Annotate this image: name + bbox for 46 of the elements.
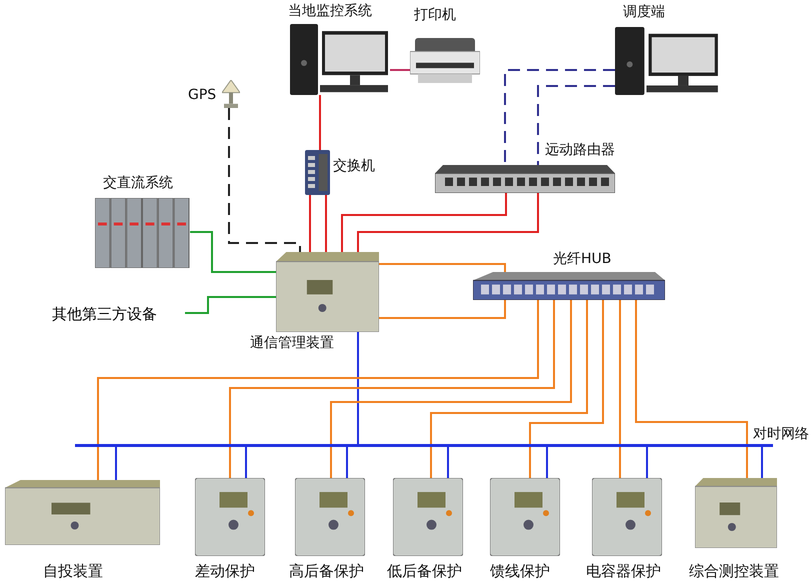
connector-line [761,447,763,478]
connector-line [529,300,604,478]
connector-line [635,300,748,478]
connector-line [309,195,311,252]
connector-line [619,300,621,478]
connector-line [185,296,276,314]
connector-line [537,85,615,165]
device-label: 其他第三方设备 [52,304,185,324]
connector-line [504,69,615,165]
device-label: GPS [188,86,216,104]
connector-line [646,447,648,478]
device-label: 光纤HUB [553,250,612,268]
device-label: 交换机 [333,157,375,175]
device-label: 自投装置 [43,562,103,580]
device-label: 通信管理装置 [250,334,334,352]
device-label: 调度端 [623,3,665,21]
device-label: 远动路由器 [545,141,615,159]
connector-line [228,108,301,252]
connector-line [97,300,539,480]
connector-line [430,300,588,478]
device-label: 当地监控系统 [288,2,372,20]
device-label: 交直流系统 [103,174,173,192]
device-label: 综合测控装置 [689,562,779,580]
connector-line [357,332,359,444]
device-label: 低后备保护 [387,562,462,580]
connector-line [229,300,555,478]
device-label: 打印机 [414,6,456,24]
connector-line [325,195,327,252]
connector-line [390,69,410,71]
connector-line [546,447,548,478]
connector-line [447,447,449,478]
connector-line [346,447,348,478]
network-label: 对时网络 [753,425,809,443]
device-label: 馈线保护 [490,562,550,580]
connector-line [379,263,506,272]
connector-line [357,193,539,252]
device-label: 电容器保护 [586,562,661,580]
connector-line [330,300,572,478]
device-label: 高后备保护 [289,562,364,580]
connector-line [319,95,321,150]
connector-line [341,193,507,252]
device-label: 差动保护 [195,562,255,580]
connector-line [190,231,276,273]
connector-line [245,447,247,478]
connector-line [115,447,117,480]
connector-line [379,300,506,319]
